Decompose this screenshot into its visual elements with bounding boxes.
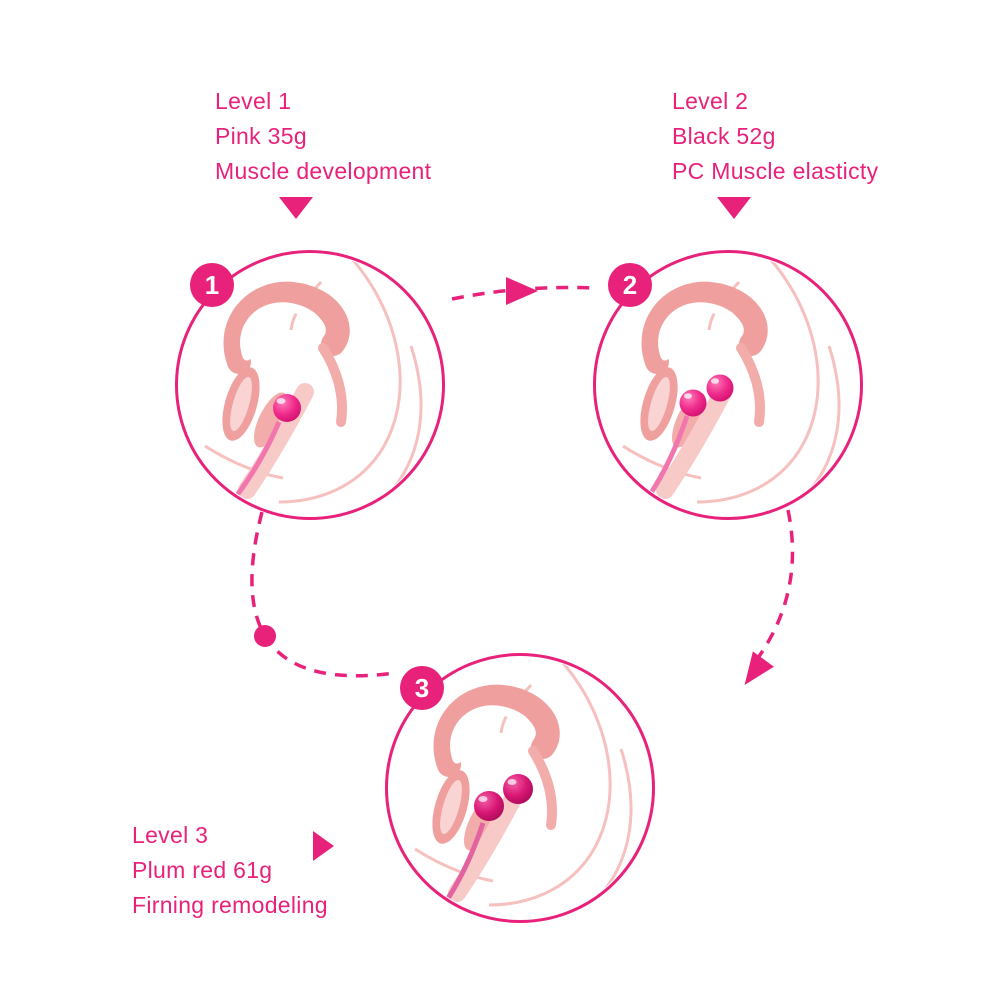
arrowhead-down-left-icon xyxy=(744,651,774,685)
stage-1-badge: 1 xyxy=(190,263,234,307)
kegel-ball-cord xyxy=(232,421,282,500)
level-2-weight: Black 52g xyxy=(672,123,776,149)
kegel-ball-lower xyxy=(474,791,504,821)
anatomy-illustration-3 xyxy=(385,653,655,923)
connector-2-to-3 xyxy=(750,509,795,668)
stage-circle-2: 2 xyxy=(593,250,863,520)
stage-circle-3: 3 xyxy=(385,653,655,923)
connector-3-to-1 xyxy=(250,511,396,678)
kegel-ball-single xyxy=(273,394,301,422)
level-3-description: Firning remodeling xyxy=(132,892,328,918)
kegel-ball-upper xyxy=(503,774,533,804)
level-1-title: Level 1 xyxy=(215,88,292,114)
level-3-pointer-icon xyxy=(313,831,334,861)
stage-circle-1: 1 xyxy=(175,250,445,520)
anatomy-illustration-1 xyxy=(175,250,445,520)
kegel-ball-lower xyxy=(679,389,707,417)
arrowhead-right-icon xyxy=(506,277,538,305)
kegel-ball-cord xyxy=(442,822,486,905)
connector-dot-icon xyxy=(254,625,276,647)
kegel-ball-cord xyxy=(646,415,690,498)
level-2-title: Level 2 xyxy=(672,88,749,114)
level-3-title: Level 3 xyxy=(132,822,209,848)
connector-1-to-2 xyxy=(451,285,593,301)
level-3-weight: Plum red 61g xyxy=(132,857,273,883)
level-1-weight: Pink 35g xyxy=(215,123,307,149)
level-2-pointer-icon xyxy=(717,197,751,219)
level-3-caption: Level 3 Plum red 61g Firning remodeling xyxy=(132,818,328,923)
stage-2-badge: 2 xyxy=(608,263,652,307)
stage-3-badge: 3 xyxy=(400,666,444,710)
kegel-ball-upper xyxy=(706,374,734,402)
level-2-description: PC Muscle elasticty xyxy=(672,158,879,184)
level-2-caption: Level 2 Black 52g PC Muscle elasticty xyxy=(672,84,878,189)
level-1-pointer-icon xyxy=(279,197,313,219)
anatomy-illustration-2 xyxy=(593,250,863,520)
level-1-description: Muscle development xyxy=(215,158,432,184)
level-1-caption: Level 1 Pink 35g Muscle development xyxy=(215,84,431,189)
